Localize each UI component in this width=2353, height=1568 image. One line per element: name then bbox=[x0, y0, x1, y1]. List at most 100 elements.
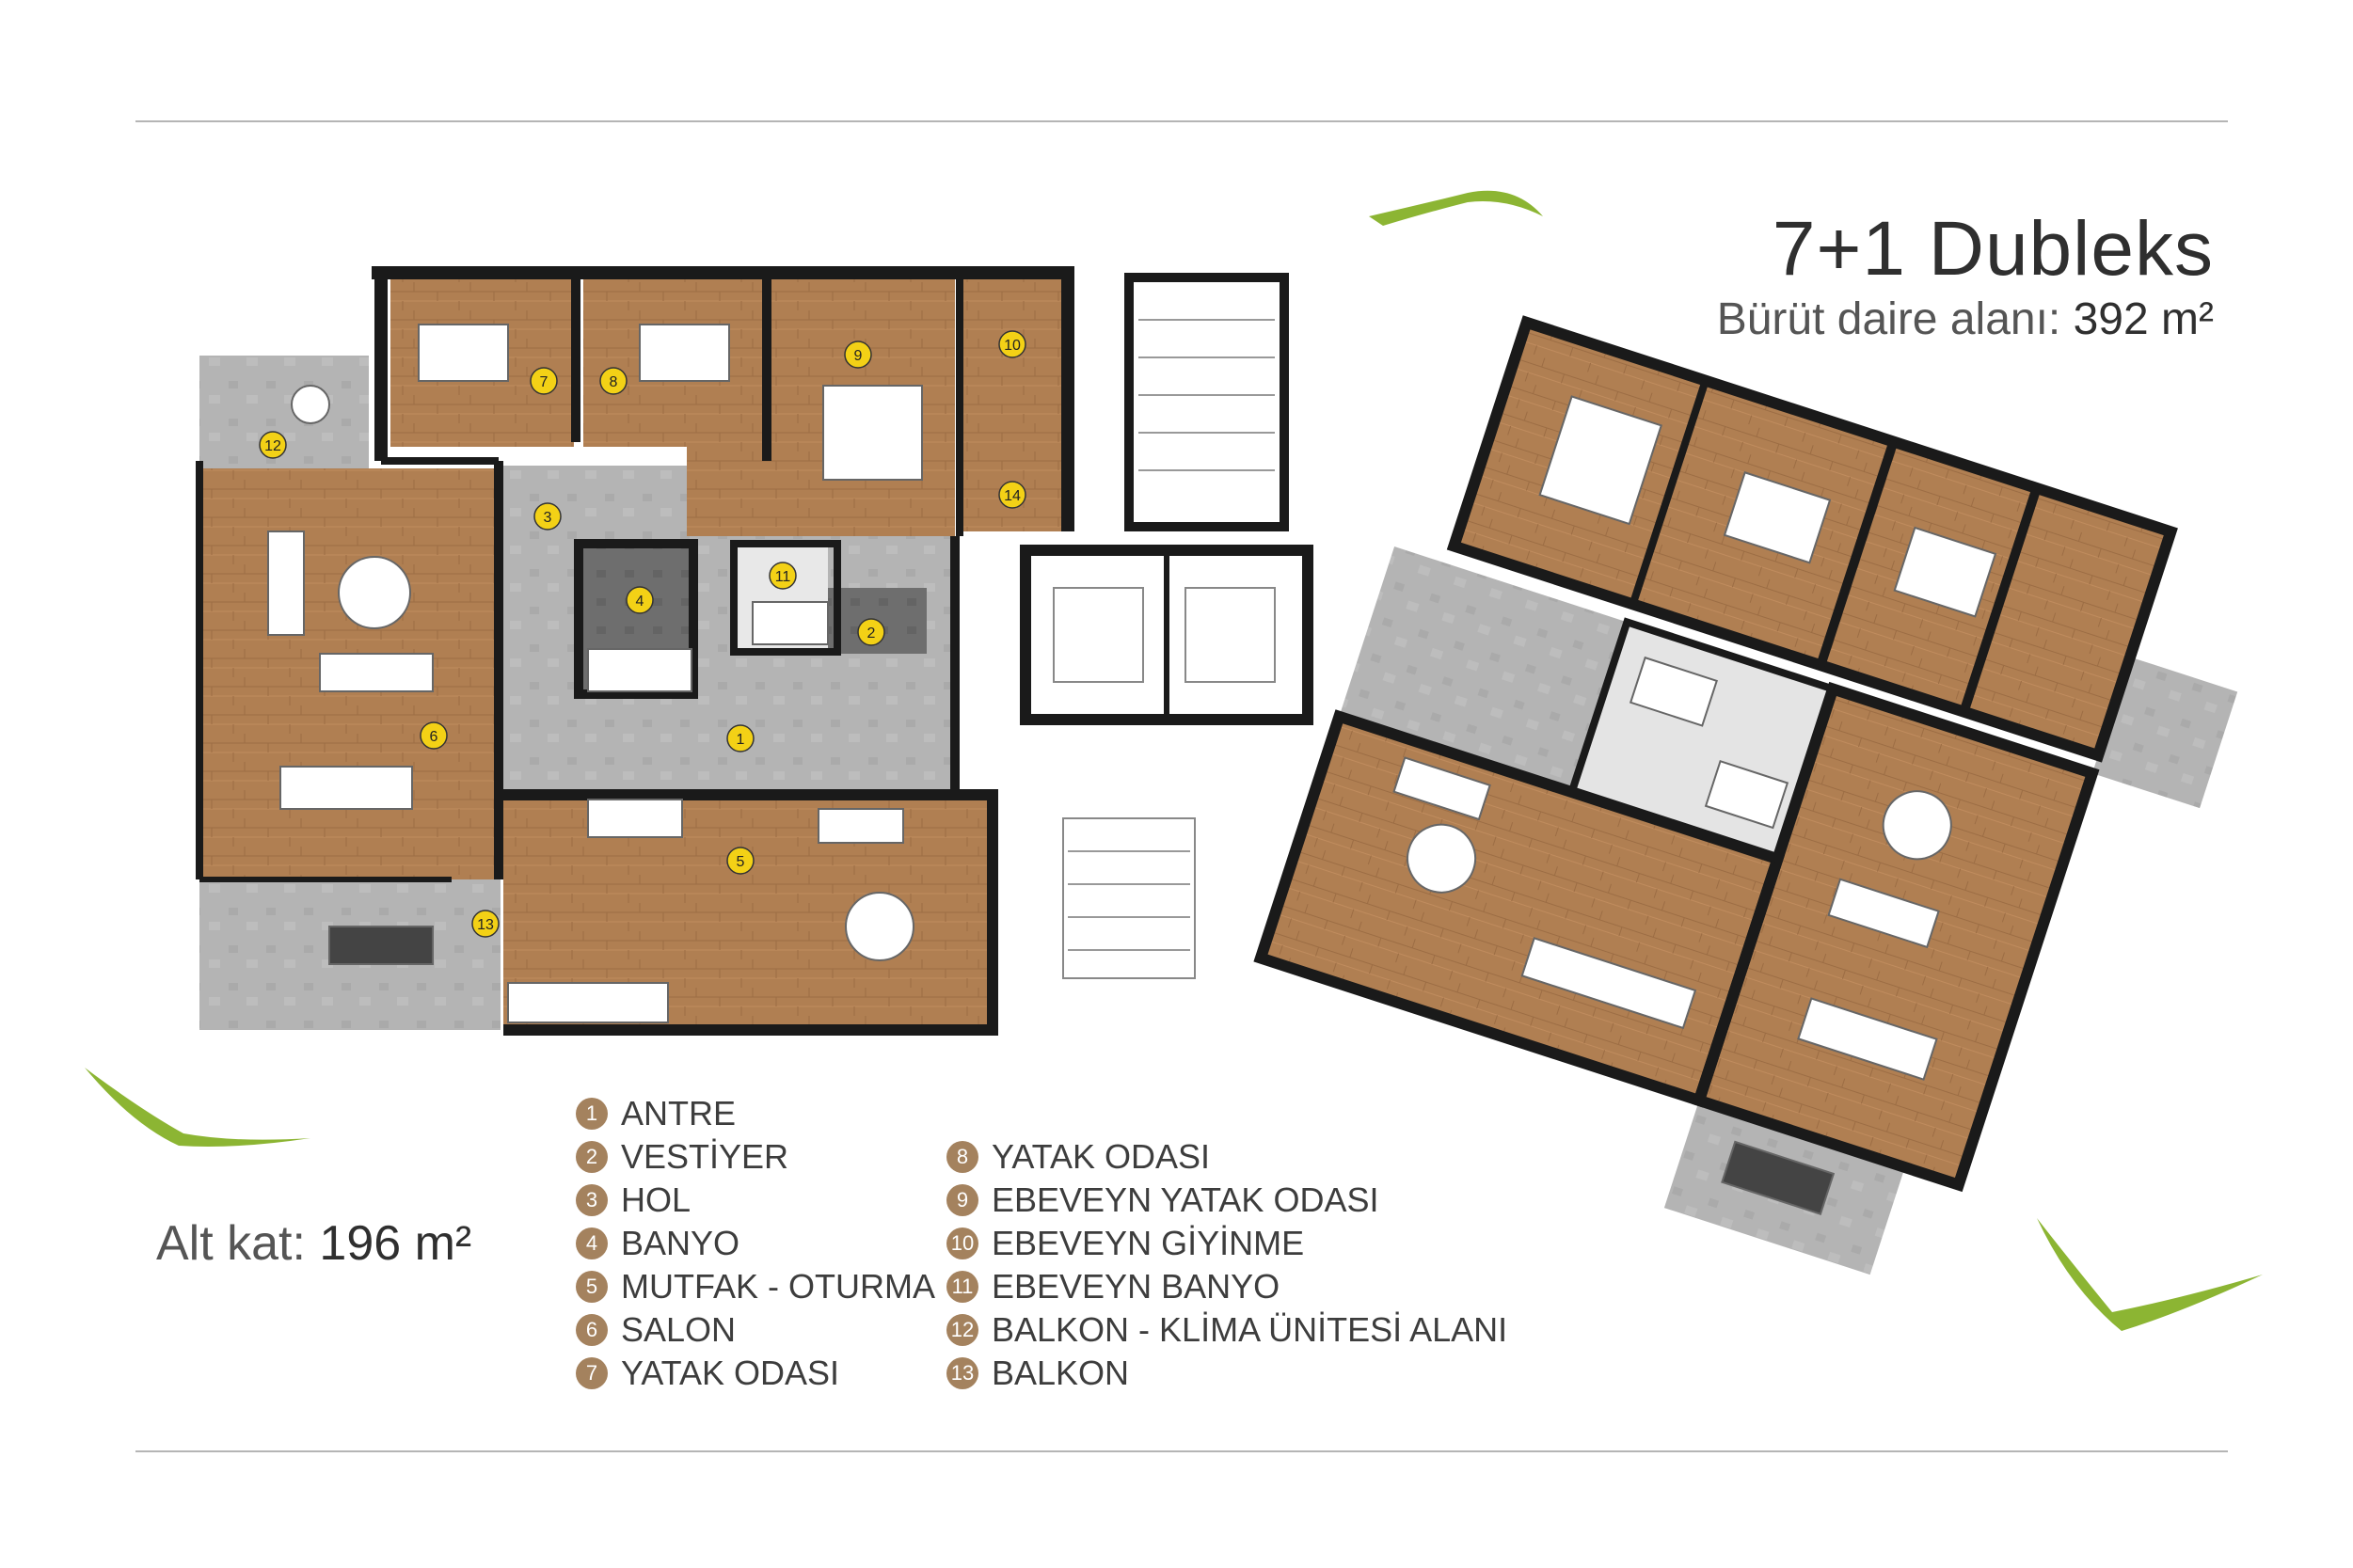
legend-number-badge: 2 bbox=[576, 1141, 608, 1173]
room-marker: 5 bbox=[726, 847, 755, 875]
legend-number-badge: 5 bbox=[576, 1271, 608, 1303]
left-wing bbox=[196, 266, 1074, 1036]
legend-item: 12 BALKON - KLİMA ÜNİTESİ ALANI bbox=[946, 1308, 1507, 1352]
leaf-decorations bbox=[85, 190, 2263, 1331]
room-marker-dot bbox=[533, 502, 562, 531]
salon-round-table bbox=[338, 556, 411, 629]
room-marker-number: 2 bbox=[867, 626, 876, 641]
plan-title: 7+1 Dubleks bbox=[1772, 206, 2214, 292]
gross-area-label: Bürüt daire alanı: bbox=[1716, 294, 2061, 344]
legend-label: SALON bbox=[621, 1310, 737, 1349]
room-marker: 7 bbox=[530, 367, 558, 395]
legend-label: VESTİYER bbox=[621, 1137, 789, 1176]
room-marker-number: 12 bbox=[264, 438, 281, 454]
legend-label: EBEVEYN BANYO bbox=[992, 1267, 1280, 1306]
room-marker-dot bbox=[857, 618, 885, 646]
bed-7 bbox=[418, 324, 509, 382]
bottom-divider bbox=[135, 1450, 2228, 1452]
right-furniture bbox=[1392, 395, 1997, 1215]
upper-stair-treads bbox=[1138, 319, 1275, 471]
legend-item: 2 VESTİYER bbox=[576, 1135, 935, 1179]
room-marker-number: 6 bbox=[430, 729, 438, 745]
right-bed-a bbox=[1723, 471, 1832, 564]
right-balcony-2-floor bbox=[2091, 657, 2238, 809]
legend-item: 3 HOL bbox=[576, 1179, 935, 1222]
room-marker-dot bbox=[726, 724, 755, 752]
legend-number-badge: 9 bbox=[946, 1184, 978, 1216]
room-marker-number: 5 bbox=[737, 854, 745, 870]
room-marker-dot bbox=[769, 562, 797, 590]
room-marker-number: 8 bbox=[610, 374, 618, 390]
room-marker-number: 3 bbox=[544, 510, 552, 526]
legend-number-badge: 11 bbox=[946, 1271, 978, 1303]
right-bed-b bbox=[1893, 526, 1997, 618]
room-marker-number: 9 bbox=[854, 348, 863, 364]
lower-stair-treads bbox=[1068, 850, 1190, 951]
kitchen-sofa bbox=[818, 808, 904, 844]
legend-label: YATAK ODASI bbox=[621, 1354, 840, 1392]
legend-item: 9 EBEVEYN YATAK ODASI bbox=[946, 1179, 1507, 1222]
dining-table bbox=[279, 766, 413, 810]
legend-label: EBEVEYN GİYİNME bbox=[992, 1224, 1305, 1262]
room-marker: 12 bbox=[259, 431, 287, 459]
leaf-icon bbox=[1369, 190, 1543, 226]
balcony-12-table bbox=[291, 385, 330, 424]
legend-number-badge: 7 bbox=[576, 1357, 608, 1389]
right-balcony-dining-set bbox=[1721, 1140, 1836, 1215]
lower-stairs bbox=[1062, 817, 1196, 979]
legend-number-badge: 6 bbox=[576, 1314, 608, 1346]
right-bathtub-b bbox=[1704, 760, 1789, 830]
room-marker: 13 bbox=[471, 910, 500, 938]
right-wing bbox=[1253, 315, 2238, 1275]
legend-item: 11 EBEVEYN BANYO bbox=[946, 1265, 1507, 1308]
right-kitchen-table bbox=[1407, 823, 1477, 894]
legend-number-badge: 3 bbox=[576, 1184, 608, 1216]
legend-number-badge: 12 bbox=[946, 1314, 978, 1346]
room-marker: 3 bbox=[533, 502, 562, 531]
legend-label: YATAK ODASI bbox=[992, 1137, 1211, 1176]
room-marker-dot bbox=[530, 367, 558, 395]
balcony-dining-set bbox=[328, 926, 434, 965]
kitchen-counter bbox=[587, 799, 683, 838]
room-marker: 4 bbox=[626, 586, 654, 614]
room-marker: 2 bbox=[857, 618, 885, 646]
lower-floor-label: Alt kat: bbox=[156, 1216, 306, 1271]
master-bed bbox=[822, 385, 923, 481]
room-marker: 1 bbox=[726, 724, 755, 752]
legend-label: BANYO bbox=[621, 1224, 740, 1262]
legend-number-badge: 13 bbox=[946, 1357, 978, 1389]
bathtub-11 bbox=[752, 601, 829, 645]
room-marker-number: 11 bbox=[775, 569, 791, 585]
room-marker: 6 bbox=[420, 721, 448, 750]
room-marker-dot bbox=[726, 847, 755, 875]
room-marker: 11 bbox=[769, 562, 797, 590]
legend-number-badge: 8 bbox=[946, 1141, 978, 1173]
legend-item: 13 BALKON bbox=[946, 1352, 1507, 1395]
legend-label: BALKON bbox=[992, 1354, 1130, 1392]
elevator-car-1 bbox=[1053, 587, 1144, 683]
room-marker-dot bbox=[844, 341, 872, 369]
room-marker-number: 1 bbox=[737, 732, 745, 748]
room-marker: 14 bbox=[998, 481, 1026, 509]
right-salon-sofa bbox=[1827, 878, 1940, 949]
room-marker-dot bbox=[420, 721, 448, 750]
kitchen-round-table bbox=[845, 892, 914, 961]
room-marker-number: 7 bbox=[540, 374, 549, 390]
legend-label: HOL bbox=[621, 1180, 692, 1219]
right-dining-table bbox=[1797, 997, 1938, 1081]
right-hall-floor bbox=[1339, 546, 1628, 793]
gross-area: Bürüt daire alanı: 392 m² bbox=[1717, 293, 2214, 345]
top-divider bbox=[135, 120, 2228, 122]
room-marker-number: 10 bbox=[1004, 338, 1021, 354]
room-marker-dot bbox=[599, 367, 628, 395]
legend-label: EBEVEYN YATAK ODASI bbox=[992, 1180, 1379, 1219]
legend-item: 6 SALON bbox=[576, 1308, 935, 1352]
legend-item: 8 YATAK ODASI bbox=[946, 1135, 1507, 1179]
legend-label: BALKON - KLİMA ÜNİTESİ ALANI bbox=[992, 1310, 1508, 1349]
room-marker-dot bbox=[471, 910, 500, 938]
leaf-icon bbox=[85, 1068, 310, 1147]
room-marker-dot bbox=[998, 330, 1026, 358]
